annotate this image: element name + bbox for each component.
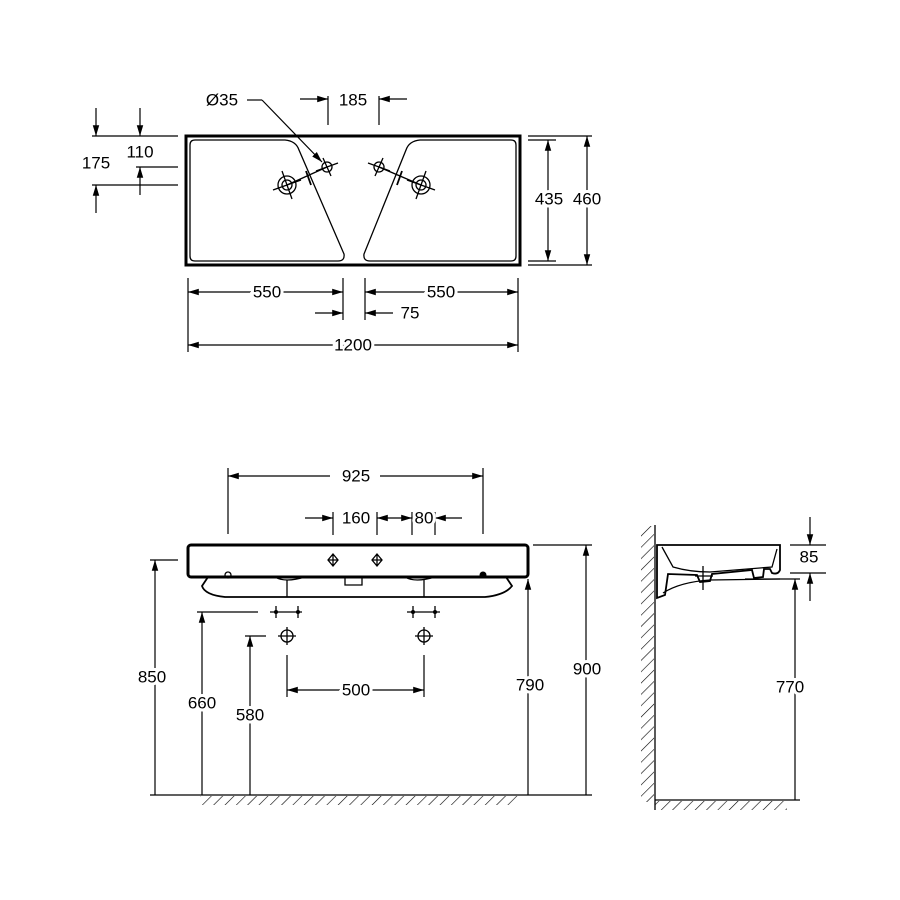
- fixing-offset-label: 80: [415, 508, 434, 527]
- overall-height-label: 900: [573, 659, 601, 678]
- inner-depth-label: 435: [535, 189, 563, 208]
- overall-depth-label: 460: [573, 189, 601, 208]
- right-tap-icon: [367, 157, 436, 200]
- side-view: 85 770: [641, 517, 826, 810]
- fixing-spacing-label: 160: [342, 508, 370, 527]
- offset-110-label: 110: [126, 142, 153, 161]
- fixing-hole-icon: [224, 552, 487, 579]
- left-tap-icon: [272, 157, 339, 200]
- supply-point-icon: [270, 606, 440, 618]
- underside-height-label: 790: [516, 675, 544, 694]
- wall-hatch: [641, 526, 654, 802]
- basin-width-right-label: 550: [427, 282, 455, 301]
- left-bowl: [189, 139, 345, 262]
- hole-diameter-label: Ø35: [206, 90, 238, 109]
- bracket-spacing-label: 925: [342, 466, 370, 485]
- center-gap-label: 75: [401, 303, 420, 322]
- supply-height-label: 660: [188, 693, 216, 712]
- offset-175-label: 175: [82, 153, 110, 172]
- waste-spacing-label: 500: [342, 680, 370, 699]
- top-view: Ø35 185 175 110 435 460 550 550: [79, 87, 604, 357]
- front-view: 925 160 80 500 850 660: [135, 463, 604, 805]
- tap-spacing-label: 185: [339, 90, 367, 109]
- basin-height-label: 85: [800, 547, 819, 566]
- basin-width-left-label: 550: [253, 282, 281, 301]
- side-underside-height-label: 770: [776, 677, 804, 696]
- right-bowl: [363, 139, 517, 262]
- waste-point-icon: [278, 627, 433, 645]
- waste-height-label: 580: [236, 705, 264, 724]
- overall-width-label: 1200: [334, 335, 372, 354]
- top-height-label: 850: [138, 667, 166, 686]
- floor-hatch: [200, 796, 518, 805]
- basin-front: [186, 543, 530, 579]
- floor-hatch: [655, 801, 787, 810]
- basin-outline: [184, 134, 522, 267]
